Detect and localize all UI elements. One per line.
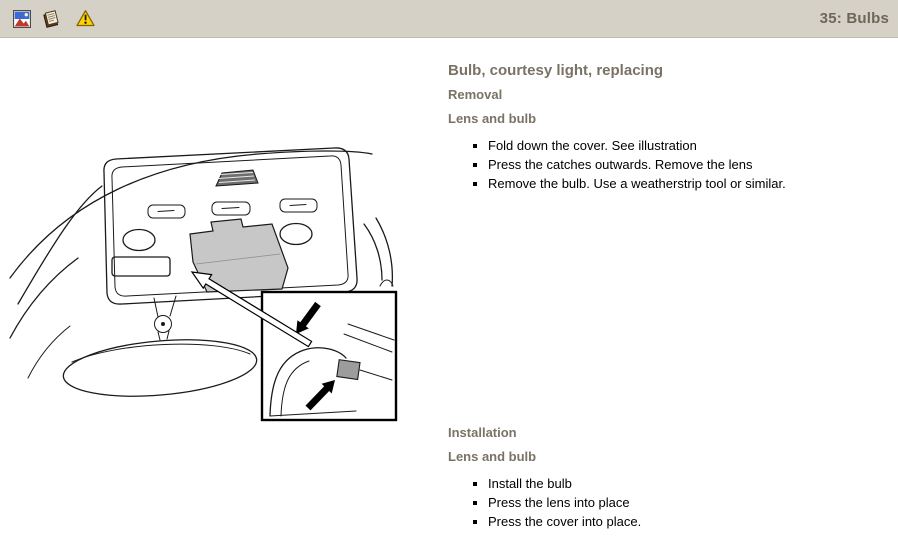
- warning-tool-button[interactable]: [72, 6, 98, 32]
- rearview-mirror: [62, 339, 258, 397]
- page-title: Bulb, courtesy light, replacing: [448, 62, 664, 79]
- catch-detail: [269, 323, 395, 417]
- removal-subheading: Lens and bulb: [448, 111, 537, 126]
- instruction-item: Remove the bulb. Use a weatherstrip tool…: [488, 177, 890, 191]
- cover-flap: [189, 218, 289, 293]
- image-icon: [13, 9, 31, 28]
- switch-buttons: [147, 198, 318, 219]
- instruction-item: Fold down the cover. See illustration: [488, 139, 890, 153]
- installation-heading: Installation: [448, 425, 517, 440]
- warning-icon: [75, 10, 95, 27]
- installation-section: Installation Lens and bulb Install the b…: [448, 425, 890, 534]
- chapter-title: 35: Bulbs: [819, 10, 889, 27]
- removal-heading: Removal: [448, 87, 503, 102]
- courtesy-lamp-left: [122, 228, 156, 252]
- courtesy-lamp-right: [279, 222, 313, 246]
- detail-inset-box: [260, 290, 398, 422]
- lens-opening: [111, 256, 171, 277]
- instruction-item: Press the catches outwards. Remove the l…: [488, 158, 890, 172]
- book-icon: [43, 9, 59, 28]
- console-grille: [215, 169, 259, 187]
- roof-console: [103, 147, 358, 305]
- mirror-mount: [153, 295, 177, 341]
- image-tool-button[interactable]: [9, 6, 35, 32]
- windshield-lines: [9, 150, 394, 379]
- instruction-item: Press the cover into place.: [488, 515, 890, 529]
- press-arrow-down-icon: [296, 301, 321, 334]
- toolbar: 35: Bulbs: [0, 0, 898, 38]
- instruction-item: Install the bulb: [488, 477, 890, 491]
- manual-tool-button[interactable]: [38, 6, 64, 32]
- press-arrow-up-icon: [305, 380, 335, 411]
- installation-steps: Install the bulb Press the lens into pla…: [448, 477, 890, 529]
- bulb-catch: [336, 359, 361, 381]
- installation-subheading: Lens and bulb: [448, 449, 537, 464]
- instruction-item: Press the lens into place: [488, 496, 890, 510]
- pointer-arrow-icon: [190, 271, 313, 348]
- removal-steps: Fold down the cover. See illustration Pr…: [448, 139, 890, 191]
- removal-section: Bulb, courtesy light, replacing Removal …: [448, 62, 890, 196]
- toolbar-icon-group: [9, 6, 101, 32]
- courtesy-light-illustration: [9, 147, 398, 422]
